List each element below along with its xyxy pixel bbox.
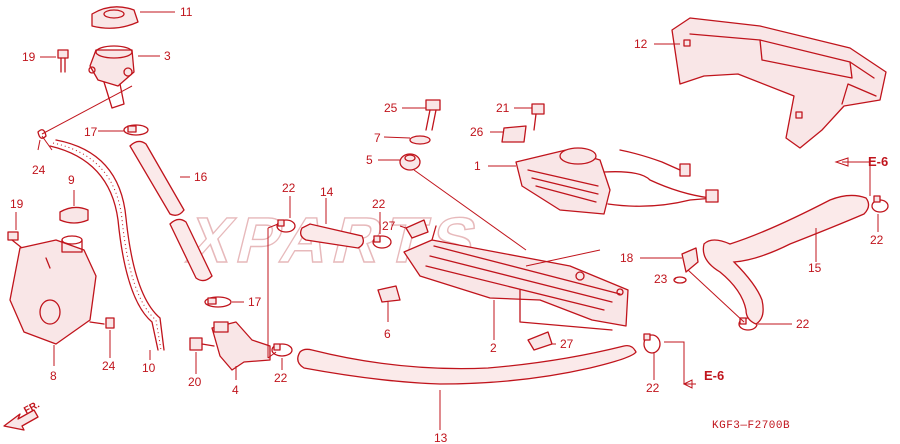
label-part-1: 1 [474,159,481,173]
bracket-26 [501,125,527,143]
label-part-24: 24 [32,163,46,177]
hose-16 [129,140,213,282]
thermo-switch-18 [681,247,699,273]
label-part-21: 21 [496,101,510,115]
label-part-5: 5 [366,153,373,167]
label-part-22-b: 22 [274,371,288,385]
hose-clamp-22-f [643,333,661,354]
label-part-22-c: 22 [372,197,386,211]
label-part-24-lower: 24 [102,359,116,373]
label-part-8: 8 [50,369,57,383]
front-arrow-icon [3,409,39,431]
hose-13 [297,344,637,385]
label-part-9: 9 [68,173,75,187]
label-part-16: 16 [194,170,208,184]
clip-27-lower [527,331,553,351]
label-part-13: 13 [434,431,448,444]
label-part-11: 11 [180,5,193,19]
label-part-22-e: 22 [796,317,810,331]
bolt-19-upper [57,49,69,73]
screw-21 [531,103,545,131]
overflow-hose-10 [49,139,165,351]
label-part-22-f: 22 [646,381,660,395]
label-part-19: 19 [22,50,36,64]
washer-7 [409,135,431,145]
label-part-26: 26 [470,125,484,139]
front-label: FR. [22,399,42,416]
label-part-10: 10 [142,361,156,375]
label-part-18: 18 [620,251,634,265]
reserve-tank-cap [59,206,89,224]
bolt-19-lower [7,231,23,249]
hose-clamp-22-d [871,195,889,213]
hose-clamp-17-upper [123,124,149,136]
label-part-3: 3 [164,49,171,63]
filler-neck [88,45,135,109]
reference-e6-upper: E-6 [868,154,888,169]
hose-clamp-22-c [372,235,392,249]
label-part-2: 2 [490,341,497,355]
reference-e6-lower: E-6 [704,368,724,383]
water-joint [211,321,271,371]
o-ring-23 [673,276,687,284]
grommet-5 [399,153,421,171]
reserve-tank [9,235,105,345]
label-part-6: 6 [384,327,391,341]
label-part-14: 14 [320,185,334,199]
diagram-code: KGF3—F2700B [712,420,790,432]
label-part-12: 12 [634,37,648,51]
clip-24-lower [105,317,115,329]
label-part-27-a: 27 [382,219,396,233]
hose-clamp-22-a [276,219,296,233]
label-part-19-lower: 19 [10,197,24,211]
hose-15 [702,194,870,325]
hose-clamp-22-b [271,343,293,357]
clip-24-upper [37,129,47,139]
clip-27-upper [405,219,429,239]
label-part-15: 15 [808,261,822,275]
label-part-17-lower: 17 [248,295,262,309]
label-part-25: 25 [384,101,398,115]
label-part-17: 17 [84,125,98,139]
label-part-20: 20 [188,375,202,389]
label-part-7: 7 [374,131,381,145]
radiator [403,225,629,331]
label-part-27-b: 27 [560,337,574,351]
bolt-25 [425,99,441,131]
hose-14 [300,223,364,249]
drain-bolt-20 [189,337,215,351]
radiator-cap [91,6,139,29]
label-part-22-d: 22 [870,233,884,247]
radiator-shroud [671,17,887,149]
fan-motor [515,147,719,215]
label-part-23: 23 [654,272,668,286]
label-part-22-a: 22 [282,181,296,195]
label-part-4: 4 [232,383,239,397]
drain-plug-6 [377,285,401,303]
hose-clamp-17-lower [204,296,232,308]
